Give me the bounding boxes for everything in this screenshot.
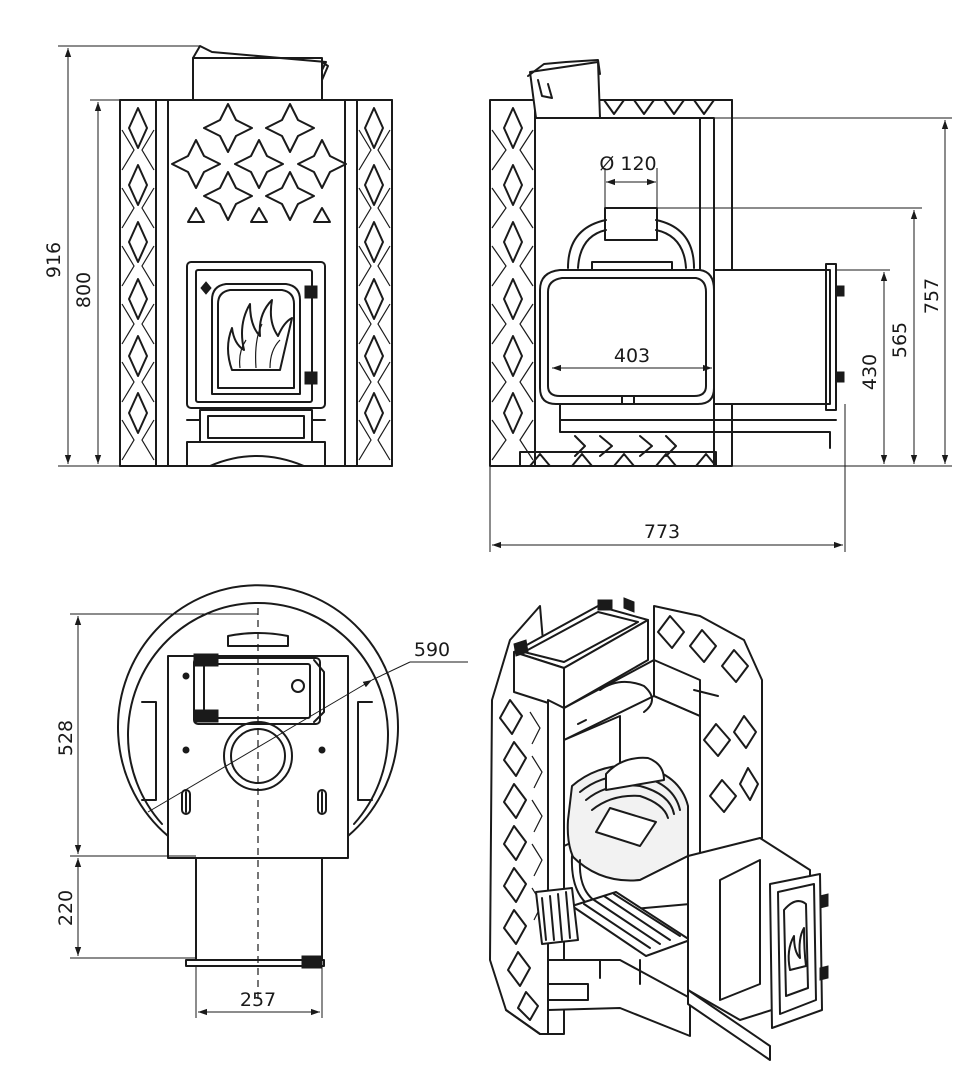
side-view-dimensions: Ø 120 403 757 565 430 773 — [489, 117, 952, 552]
dim-label-916: 916 — [43, 242, 65, 278]
dim-label-565: 565 — [889, 322, 911, 358]
dim-label-757: 757 — [921, 278, 943, 314]
dim-label-773: 773 — [644, 521, 680, 543]
top-view — [117, 584, 399, 1004]
dim-label-220: 220 — [55, 890, 77, 926]
front-view-dimensions: 916 800 — [43, 45, 200, 467]
front-view — [119, 45, 393, 467]
dim-label-590: 590 — [414, 639, 450, 661]
dim-label-403: 403 — [614, 345, 650, 367]
dim-label-430: 430 — [859, 354, 881, 390]
side-view — [489, 59, 845, 467]
dim-label-chimney-diameter: Ø 120 — [599, 153, 656, 175]
dim-label-528: 528 — [55, 720, 77, 756]
dim-label-257: 257 — [240, 989, 276, 1011]
top-view-dimensions: 590 528 220 257 — [55, 613, 468, 1018]
isometric-cutaway-view — [489, 597, 829, 1061]
dim-label-800: 800 — [73, 272, 95, 308]
